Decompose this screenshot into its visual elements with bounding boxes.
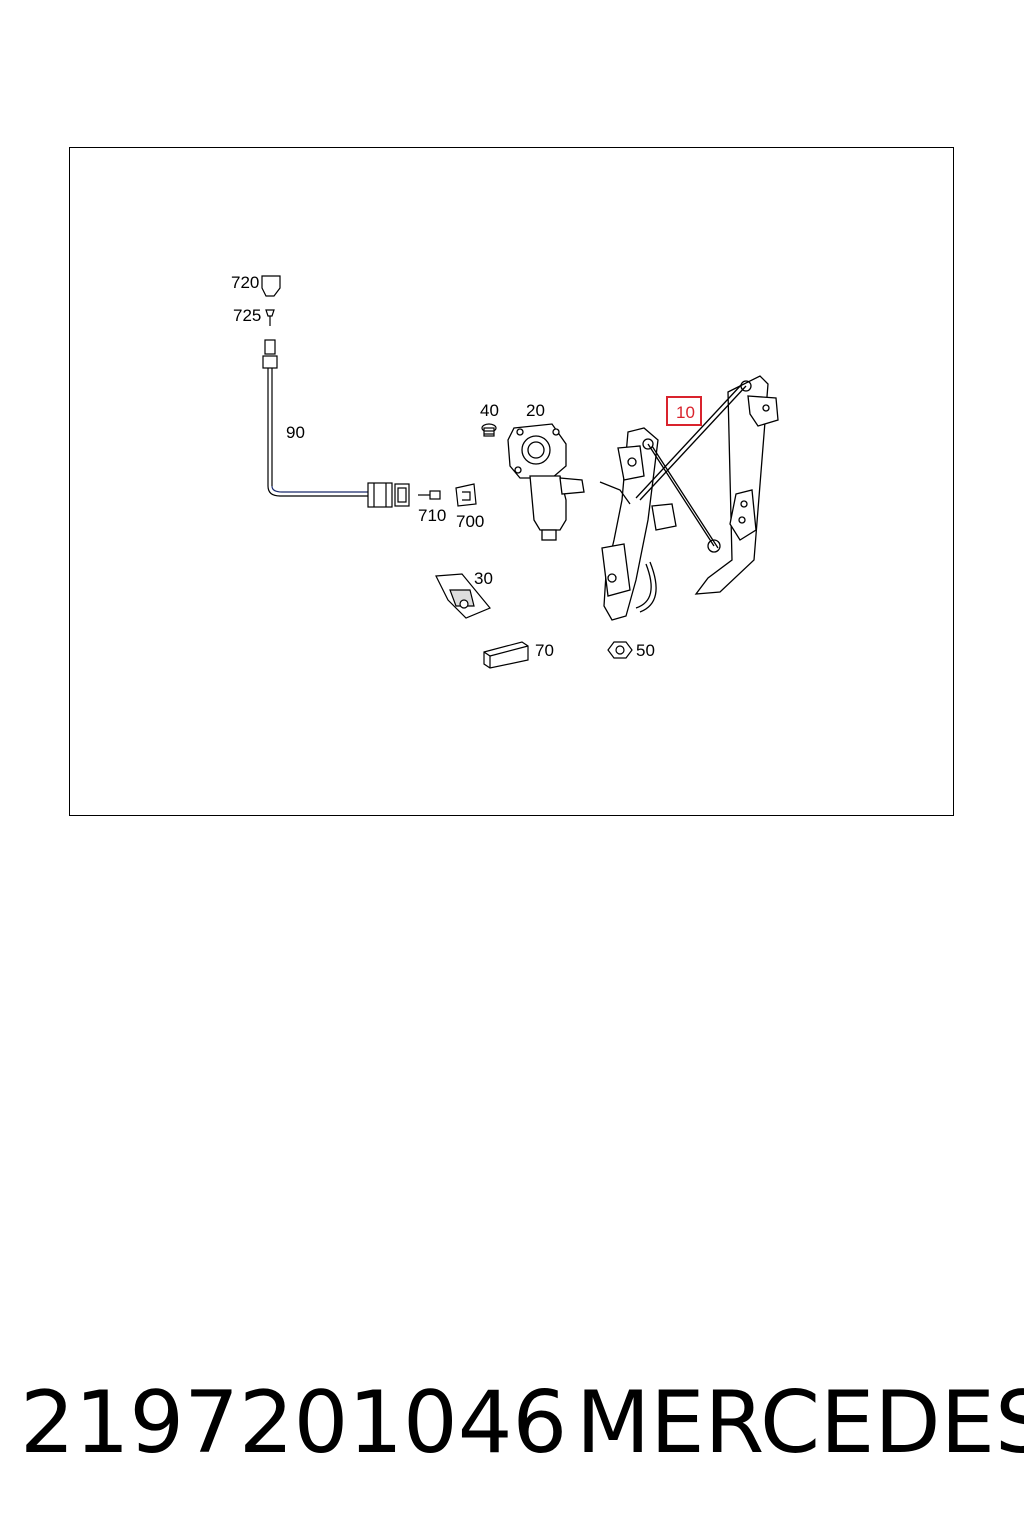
part-number: 2197201046 xyxy=(20,1373,568,1473)
callout-10[interactable]: 10 xyxy=(676,403,695,422)
nut-50 xyxy=(607,641,633,659)
window-motor xyxy=(507,423,585,541)
brand-name: MERCEDES xyxy=(576,1373,1024,1473)
callout-700: 700 xyxy=(456,512,484,531)
foam-block xyxy=(483,641,529,669)
callout-720: 720 xyxy=(231,273,259,292)
callout-90: 90 xyxy=(286,423,305,442)
callout-10-highlight xyxy=(666,396,702,426)
callout-50: 50 xyxy=(636,641,655,660)
callout-30: 30 xyxy=(474,569,493,588)
callout-20: 20 xyxy=(526,401,545,420)
window-regulator xyxy=(599,375,779,621)
screw-40 xyxy=(481,423,497,437)
callout-725: 725 xyxy=(233,306,261,325)
parts-diagram: 720 725 90 40 20 10 710 700 30 70 50 xyxy=(231,273,779,669)
callout-40: 40 xyxy=(480,401,499,420)
diagram-frame xyxy=(69,147,954,816)
cable-assembly xyxy=(261,275,477,508)
footer: 2197201046 MERCEDES xyxy=(20,1368,1024,1478)
callout-70: 70 xyxy=(535,641,554,660)
callout-710: 710 xyxy=(418,506,446,525)
cover-plate xyxy=(435,573,491,619)
